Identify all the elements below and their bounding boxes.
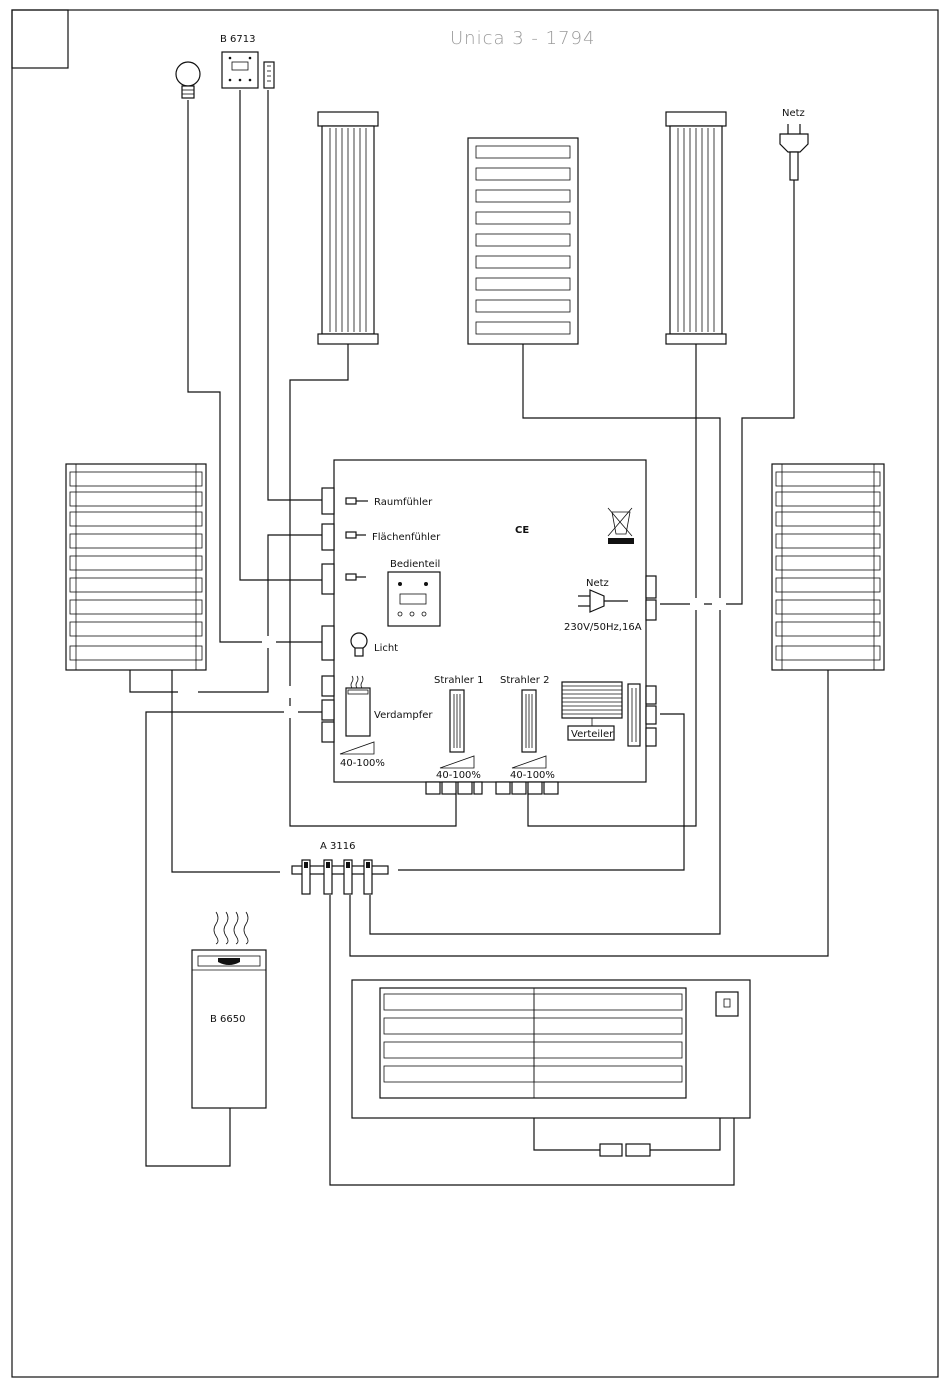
heater-icon-2 (522, 690, 536, 752)
strahler1-label: Strahler 1 (434, 675, 483, 686)
heater-icon-1 (450, 690, 464, 752)
control-panel-icon (388, 572, 440, 626)
diagram-title: Unica 3 - 1794 (450, 28, 595, 49)
fuse-2 (626, 1144, 650, 1156)
connector-strip (264, 62, 274, 88)
plug-top-label: Netz (782, 108, 805, 119)
bedienteil-label: Bedienteil (390, 559, 440, 570)
raumfuehler-label: Raumfühler (374, 497, 433, 508)
bench-heater (352, 980, 750, 1156)
plug-top: Netz (780, 108, 808, 180)
controller-b6713: B 6713 (220, 34, 258, 88)
strahler2-label: Strahler 2 (500, 675, 549, 686)
evaporator-label: B 6650 (210, 1014, 246, 1025)
fuse-1 (600, 1144, 622, 1156)
verdampfer-label: Verdampfer (374, 710, 433, 721)
bulb-icon (176, 62, 200, 98)
heater-top-right (666, 112, 726, 344)
radiator-left (66, 464, 206, 670)
evaporator-b6650: B 6650 (192, 912, 266, 1108)
splitter-a3116: A 3116 (292, 841, 388, 894)
ce-mark: CE (515, 525, 529, 536)
bench-sensor (716, 992, 738, 1016)
radiator-top-center (468, 138, 578, 344)
power-spec: 230V/50Hz,16A (564, 622, 642, 633)
splitter-label: A 3116 (320, 841, 355, 852)
licht-label: Licht (374, 643, 398, 654)
controller-label: B 6713 (220, 34, 256, 45)
radiator-right (772, 464, 884, 670)
flaechenfuehler-label: Flächenfühler (372, 532, 441, 543)
netz-label: Netz (586, 578, 609, 589)
heater-top-left (318, 112, 378, 344)
control-unit: Raumfühler Flächenfühler Bedienteil Lich… (322, 460, 656, 794)
corner-box (12, 10, 68, 68)
verteiler-label: Verteiler (571, 729, 614, 740)
range-strahler2: 40-100% (510, 770, 555, 781)
range-strahler1: 40-100% (436, 770, 481, 781)
range-verdampfer: 40-100% (340, 758, 385, 769)
